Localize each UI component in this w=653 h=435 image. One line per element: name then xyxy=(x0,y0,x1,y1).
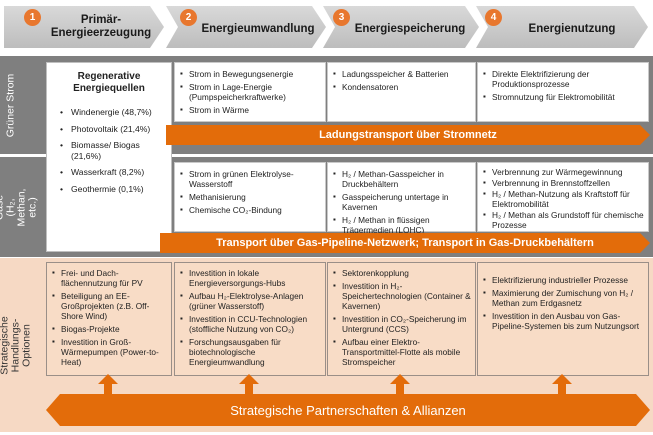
list-item: Biogas-Projekte xyxy=(52,324,167,334)
up-arrow-icon xyxy=(98,374,118,396)
list-item: Strom in Lage-Energie (Pumpspeicherkraft… xyxy=(180,82,321,102)
list-item: Chemische CO₂-Bindung xyxy=(180,205,321,215)
list-item: Strom in Wärme xyxy=(180,105,321,115)
list-item: Maximierung der Zumischung von H₂ / Meth… xyxy=(483,288,644,308)
list-item: H₂ / Methan-Nutzung als Kraftstoff für E… xyxy=(483,189,644,209)
options-generation-box: Frei- und Dach-flächennutzung für PV Bet… xyxy=(46,262,172,376)
phase-2-title: Energieumwandlung xyxy=(201,23,315,35)
list-item: Verbrennung zur Wärmegewinnung xyxy=(483,167,644,177)
renewable-sources-box: Regenerative Energiequellen Windenergie … xyxy=(46,62,172,252)
list-item: Investition in den Ausbau von Gas-Pipeli… xyxy=(483,311,644,331)
list-item: Aufbau H₂-Elektrolyse-Anlagen (grüner Wa… xyxy=(180,291,321,311)
strom-conversion-box: Strom in Bewegungsenergie Strom in Lage-… xyxy=(174,62,326,122)
up-arrow-icon xyxy=(239,374,259,396)
list-item: Forschungsausgaben für biotechnologische… xyxy=(180,337,321,367)
list-item: Verbrennung in Brennstoffzellen xyxy=(483,178,644,188)
strom-storage-box: Ladungsspeicher & Batterien Kondensatore… xyxy=(327,62,476,122)
phase-3-title: Energiespeicherung xyxy=(354,23,466,35)
row-label-gase: Grüne Gase (H₂, Methan, etc.) xyxy=(0,188,39,226)
phase-4-title: Energienutzung xyxy=(528,23,616,35)
list-item: Investition in CCU-Technologien (stoffli… xyxy=(180,314,321,334)
renewable-item: Windenergie (48,7%) xyxy=(60,107,167,118)
row-label-strom: Grüner Strom xyxy=(4,73,17,137)
list-item: Strom in Bewegungsenergie xyxy=(180,69,321,79)
list-item: Methanisierung xyxy=(180,192,321,202)
partnerships-arrow: Strategische Partnerschaften & Allianzen xyxy=(46,394,650,426)
list-item: Investition in CO₂-Speicherung im Unterg… xyxy=(333,314,471,334)
list-item: H₂ / Methan als Grundstoff für chemische… xyxy=(483,210,644,230)
up-arrow-icon xyxy=(390,374,410,396)
renewable-item: Wasserkraft (8,2%) xyxy=(60,167,167,178)
list-item: Direkte Elektrifizierung der Produktions… xyxy=(483,69,644,89)
renewable-item: Biomasse/ Biogas (21,6%) xyxy=(60,140,167,161)
phase-4-number: 4 xyxy=(485,9,502,26)
renewable-sources-title: Regenerative Energiequellen xyxy=(73,71,145,94)
list-item: H₂ / Methan in flüssigen Trägermedien (L… xyxy=(333,215,471,235)
options-storage-box: Sektorenkopplung Investition in H₂-Speic… xyxy=(327,262,476,376)
phase-4-header xyxy=(476,6,648,48)
gas-pipeline-transport-arrow: Transport über Gas-Pipeline-Netzwerk; Tr… xyxy=(160,233,650,253)
options-conversion-box: Investition in lokale Energieversorgungs… xyxy=(174,262,326,376)
list-item: Sektorenkopplung xyxy=(333,268,471,278)
list-item: Frei- und Dach-flächennutzung für PV xyxy=(52,268,167,288)
gas-usage-box: Verbrennung zur Wärmegewinnung Verbrennu… xyxy=(477,162,649,232)
power-grid-transport-arrow: Ladungstransport über Stromnetz xyxy=(166,125,650,145)
list-item: Investition in Groß-Wärmepumpen (Power-t… xyxy=(52,337,167,367)
phase-1-title: Primär- Energieerzeugung xyxy=(50,14,152,39)
renewable-item: Photovoltaik (21,4%) xyxy=(60,124,167,135)
list-item: Aufbau einer Elektro-Transportmittel-Flo… xyxy=(333,337,471,367)
options-usage-box: Elektrifizierung industrieller Prozesse … xyxy=(477,262,649,376)
list-item: Gasspeicherung untertage in Kavernen xyxy=(333,192,471,212)
list-item: Investition in H₂-Speichertechnologien (… xyxy=(333,281,471,311)
list-item: Strom in grünen Elektrolyse-Wasserstoff xyxy=(180,169,321,189)
phase-3-number: 3 xyxy=(333,9,350,26)
phase-1-number: 1 xyxy=(24,9,41,26)
list-item: Beteiligung an EE-Großprojekten (z.B. Of… xyxy=(52,291,167,321)
list-item: Kondensatoren xyxy=(333,82,471,92)
list-item: Stromnutzung für Elektromobilität xyxy=(483,92,644,102)
list-item: Investition in lokale Energieversorgungs… xyxy=(180,268,321,288)
strom-usage-box: Direkte Elektrifizierung der Produktions… xyxy=(477,62,649,122)
gas-conversion-box: Strom in grünen Elektrolyse-Wasserstoff … xyxy=(174,162,326,232)
row-label-optionen: Strategische Handlungs- Optionen xyxy=(0,315,33,375)
up-arrow-icon xyxy=(552,374,572,396)
phase-2-number: 2 xyxy=(180,9,197,26)
list-item: Elektrifizierung industrieller Prozesse xyxy=(483,275,644,285)
list-item: Ladungsspeicher & Batterien xyxy=(333,69,471,79)
gas-storage-box: H₂ / Methan-Gasspeicher in Druckbehälter… xyxy=(327,162,476,235)
list-item: H₂ / Methan-Gasspeicher in Druckbehälter… xyxy=(333,169,471,189)
renewable-item: Geothermie (0,1%) xyxy=(60,184,167,195)
